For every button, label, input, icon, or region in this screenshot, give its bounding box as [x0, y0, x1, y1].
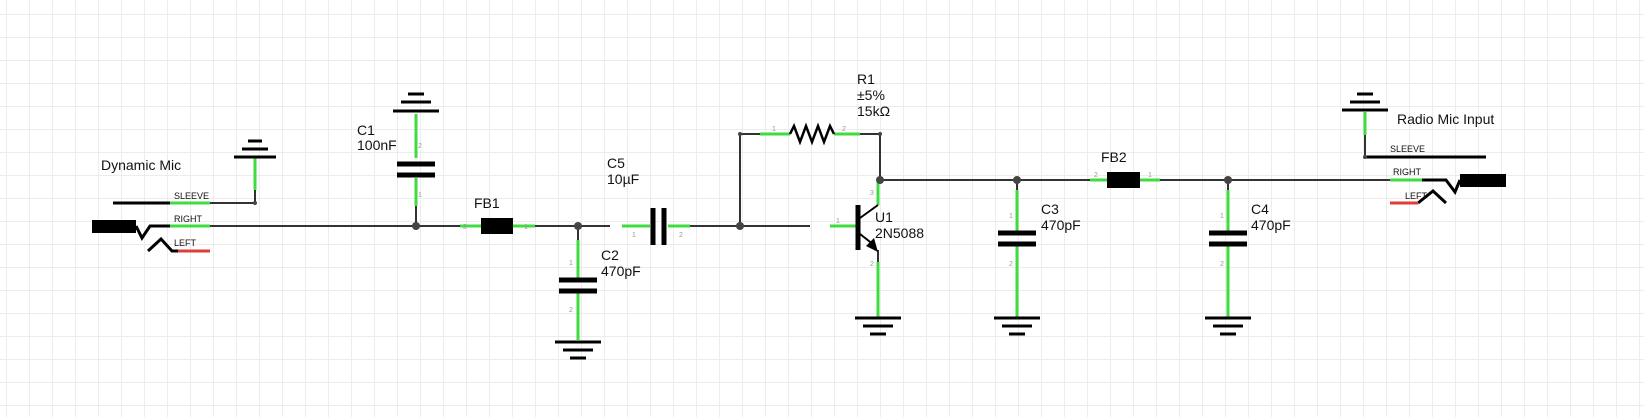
wires [113, 133, 1486, 262]
c2-ref: C2 [601, 247, 619, 263]
u1-value: 2N5088 [875, 225, 924, 241]
pin-number: 1 [569, 260, 573, 267]
radio-mic-label: Radio Mic Input [1397, 111, 1494, 127]
dynamic-mic-label: Dynamic Mic [101, 157, 181, 173]
capacitor-c5 [650, 208, 667, 245]
radio-mic-jack [1365, 155, 1506, 205]
pin-number: 2 [418, 143, 422, 150]
ground-symbol-u1 [855, 316, 901, 336]
pin-number: 1 [1009, 213, 1013, 220]
pin-number: 1 [1148, 172, 1152, 179]
ground-symbol-c1 [393, 92, 439, 113]
c5-ref: C5 [607, 155, 625, 171]
pin-number: 1 [772, 126, 776, 133]
pin-number: 2 [842, 126, 846, 133]
r1-ref: R1 [857, 71, 875, 87]
junction-nodes [253, 132, 1367, 230]
ferrite-bead-fb1 [481, 218, 513, 234]
ground-symbol-c3 [994, 316, 1040, 336]
c4-value: 470pF [1251, 217, 1291, 233]
c2-value: 470pF [601, 263, 641, 279]
ground-symbol-radio-mic [1342, 92, 1388, 112]
left-jack-left-label: LEFT [174, 238, 197, 248]
pin-number: 2 [569, 307, 573, 314]
pin-number: 2 [1009, 261, 1013, 268]
capacitor-c3 [998, 230, 1036, 247]
capacitor-c1 [397, 161, 435, 178]
pin-numbers: 2 1 2 1 1 2 1 2 1 2 1 3 2 1 2 2 1 1 2 [418, 126, 1224, 314]
c3-value: 470pF [1041, 217, 1081, 233]
left-jack-sleeve-label: SLEEVE [174, 191, 209, 201]
c3-ref: C3 [1041, 201, 1059, 217]
pin-number: 2 [1220, 261, 1224, 268]
fb2-ref: FB2 [1101, 149, 1127, 165]
u1-ref: U1 [875, 209, 893, 225]
r1-tolerance: ±5% [857, 87, 885, 103]
ferrite-bead-fb2 [1107, 172, 1140, 188]
pin-number: 1 [632, 232, 636, 239]
ground-symbol-dynamic-mic [234, 139, 276, 159]
right-jack-sleeve-label: SLEEVE [1390, 144, 1425, 154]
pin-number: 1 [524, 224, 528, 231]
pin-number: 3 [870, 190, 874, 197]
pin-number: 2 [870, 261, 874, 268]
ground-symbol-c4 [1205, 316, 1251, 336]
fb1-ref: FB1 [474, 195, 500, 211]
right-jack-left-label: LEFT [1405, 191, 1428, 201]
ground-symbol-c2 [555, 340, 601, 360]
pin-number: 1 [418, 192, 422, 199]
pin-number: 2 [1094, 172, 1098, 179]
pin-number: 2 [463, 224, 467, 231]
pin-number: 1 [1220, 213, 1224, 220]
c4-ref: C4 [1251, 201, 1269, 217]
r1-value: 15kΩ [857, 103, 890, 119]
capacitor-c2 [559, 277, 597, 294]
pin-number: 2 [679, 232, 683, 239]
c1-ref: C1 [357, 122, 375, 138]
right-jack-right-label: RIGHT [1393, 167, 1422, 177]
c1-value: 100nF [357, 137, 397, 153]
c5-value: 10µF [607, 171, 639, 187]
dynamic-mic-jack [92, 201, 210, 253]
left-jack-right-label: RIGHT [174, 214, 203, 224]
capacitor-c4 [1209, 230, 1247, 247]
resistor-r1 [788, 122, 836, 146]
transistor-u1 [855, 204, 879, 252]
pin-number: 1 [836, 218, 840, 225]
pin-segments [170, 112, 1422, 340]
